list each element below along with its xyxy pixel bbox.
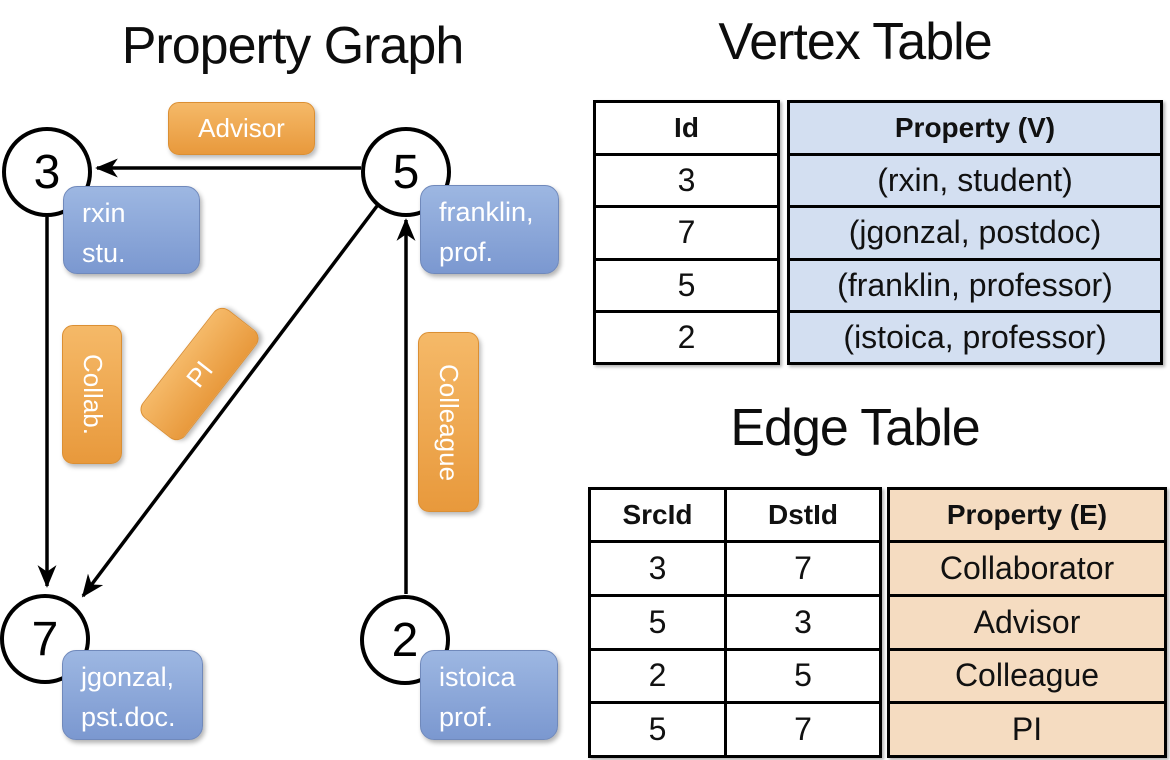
column-header-property-e: Property (E) bbox=[946, 499, 1108, 530]
column-header-property-v: Property (V) bbox=[894, 112, 1056, 143]
vertex-property-box-rxin: rxin stu. bbox=[63, 186, 200, 274]
edge-label-text: PI bbox=[179, 354, 219, 393]
graph-edges-canvas bbox=[37, 158, 416, 598]
vertex-node-2: 2 bbox=[360, 595, 450, 685]
table-row: 5 3 bbox=[591, 593, 879, 648]
property-line: istoica bbox=[439, 662, 516, 692]
table-cell-srcid: 3 bbox=[648, 549, 667, 586]
vertex-table-property-column: Property (V) (rxin, student) (jgonzal, p… bbox=[787, 100, 1163, 365]
edge-label-colleague: Colleague bbox=[418, 332, 479, 512]
edge-label-text: Colleague bbox=[434, 363, 464, 481]
property-line: jgonzal, bbox=[81, 662, 175, 692]
table-cell-srcid: 5 bbox=[648, 603, 667, 640]
vertex-table-title: Vertex Table bbox=[718, 13, 992, 71]
property-line: prof. bbox=[439, 702, 494, 732]
column-header-id: Id bbox=[674, 112, 699, 143]
edge-pi-line bbox=[81, 204, 379, 598]
property-line: prof. bbox=[439, 237, 494, 267]
node-id-label: 7 bbox=[31, 612, 59, 666]
table-row: Colleague bbox=[890, 647, 1164, 702]
property-line: franklin, bbox=[439, 197, 534, 227]
table-cell-dstid: 3 bbox=[724, 596, 879, 648]
table-cell-id: 5 bbox=[677, 266, 696, 303]
table-row: 5 bbox=[596, 257, 777, 310]
table-cell-id: 2 bbox=[677, 318, 696, 355]
edge-table-property-column: Property (E) Collaborator Advisor Collea… bbox=[887, 487, 1167, 758]
vertex-property-box-istoica: istoica prof. bbox=[420, 650, 558, 740]
edge-label-text: Collab. bbox=[77, 354, 108, 435]
column-header-srcid: SrcId bbox=[622, 499, 693, 530]
table-row: Collaborator bbox=[890, 540, 1164, 594]
table-row: Advisor bbox=[890, 593, 1164, 648]
vertex-node-5: 5 bbox=[361, 127, 451, 217]
table-cell-dstid: 5 bbox=[724, 650, 879, 702]
table-row: (rxin, student) bbox=[790, 153, 1160, 206]
table-cell-property: Advisor bbox=[973, 603, 1081, 640]
table-cell-property: PI bbox=[1011, 711, 1043, 748]
table-cell-srcid: 5 bbox=[648, 711, 667, 748]
table-row: 5 7 bbox=[591, 701, 879, 755]
property-graph-title: Property Graph bbox=[121, 17, 465, 75]
table-cell-property: Collaborator bbox=[939, 549, 1115, 586]
table-cell-id: 3 bbox=[677, 162, 696, 199]
edge-table-id-columns: SrcId DstId 3 7 5 3 2 5 5 7 bbox=[588, 487, 882, 758]
column-header-dstid: DstId bbox=[724, 490, 879, 540]
edge-label-advisor: Advisor bbox=[168, 102, 315, 155]
vertex-property-box-franklin: franklin, prof. bbox=[420, 185, 559, 274]
edge-label-text: Advisor bbox=[198, 113, 285, 143]
table-cell-srcid: 2 bbox=[648, 657, 667, 694]
table-row: (franklin, professor) bbox=[790, 257, 1160, 310]
table-row: 3 7 bbox=[591, 540, 879, 594]
node-id-label: 5 bbox=[392, 145, 420, 199]
node-id-label: 3 bbox=[33, 145, 61, 199]
edge-table-title: Edge Table bbox=[730, 399, 980, 457]
table-cell-property: (istoica, professor) bbox=[843, 318, 1107, 355]
table-cell-property: (rxin, student) bbox=[877, 162, 1073, 199]
vertex-table-header-row: Id bbox=[596, 103, 777, 153]
table-cell-id: 7 bbox=[677, 214, 696, 251]
table-row: 3 bbox=[596, 153, 777, 205]
table-cell-dstid: 7 bbox=[724, 704, 879, 755]
vertex-table-id-column: Id 3 7 5 2 bbox=[593, 100, 780, 365]
table-row: 2 bbox=[596, 309, 777, 362]
vertex-property-box-jgonzal: jgonzal, pst.doc. bbox=[62, 650, 203, 740]
table-cell-property: (jgonzal, postdoc) bbox=[848, 214, 1102, 251]
table-row: 2 5 bbox=[591, 647, 879, 702]
vertex-table-header-row: Property (V) bbox=[790, 103, 1160, 153]
node-id-label: 2 bbox=[391, 613, 419, 667]
property-line: rxin bbox=[82, 198, 126, 228]
property-line: pst.doc. bbox=[81, 702, 176, 732]
table-cell-property: (franklin, professor) bbox=[837, 266, 1113, 303]
table-cell-dstid: 7 bbox=[724, 543, 879, 594]
table-cell-property: Colleague bbox=[954, 657, 1100, 694]
table-row: (istoica, professor) bbox=[790, 309, 1160, 362]
edge-label-collab: Collab. bbox=[62, 325, 122, 464]
table-row: (jgonzal, postdoc) bbox=[790, 205, 1160, 258]
table-row: 7 bbox=[596, 205, 777, 257]
edge-table-header-row: Property (E) bbox=[890, 490, 1164, 540]
table-row: PI bbox=[890, 701, 1164, 755]
edge-table-header-row: SrcId DstId bbox=[591, 490, 879, 540]
property-line: stu. bbox=[82, 238, 126, 268]
